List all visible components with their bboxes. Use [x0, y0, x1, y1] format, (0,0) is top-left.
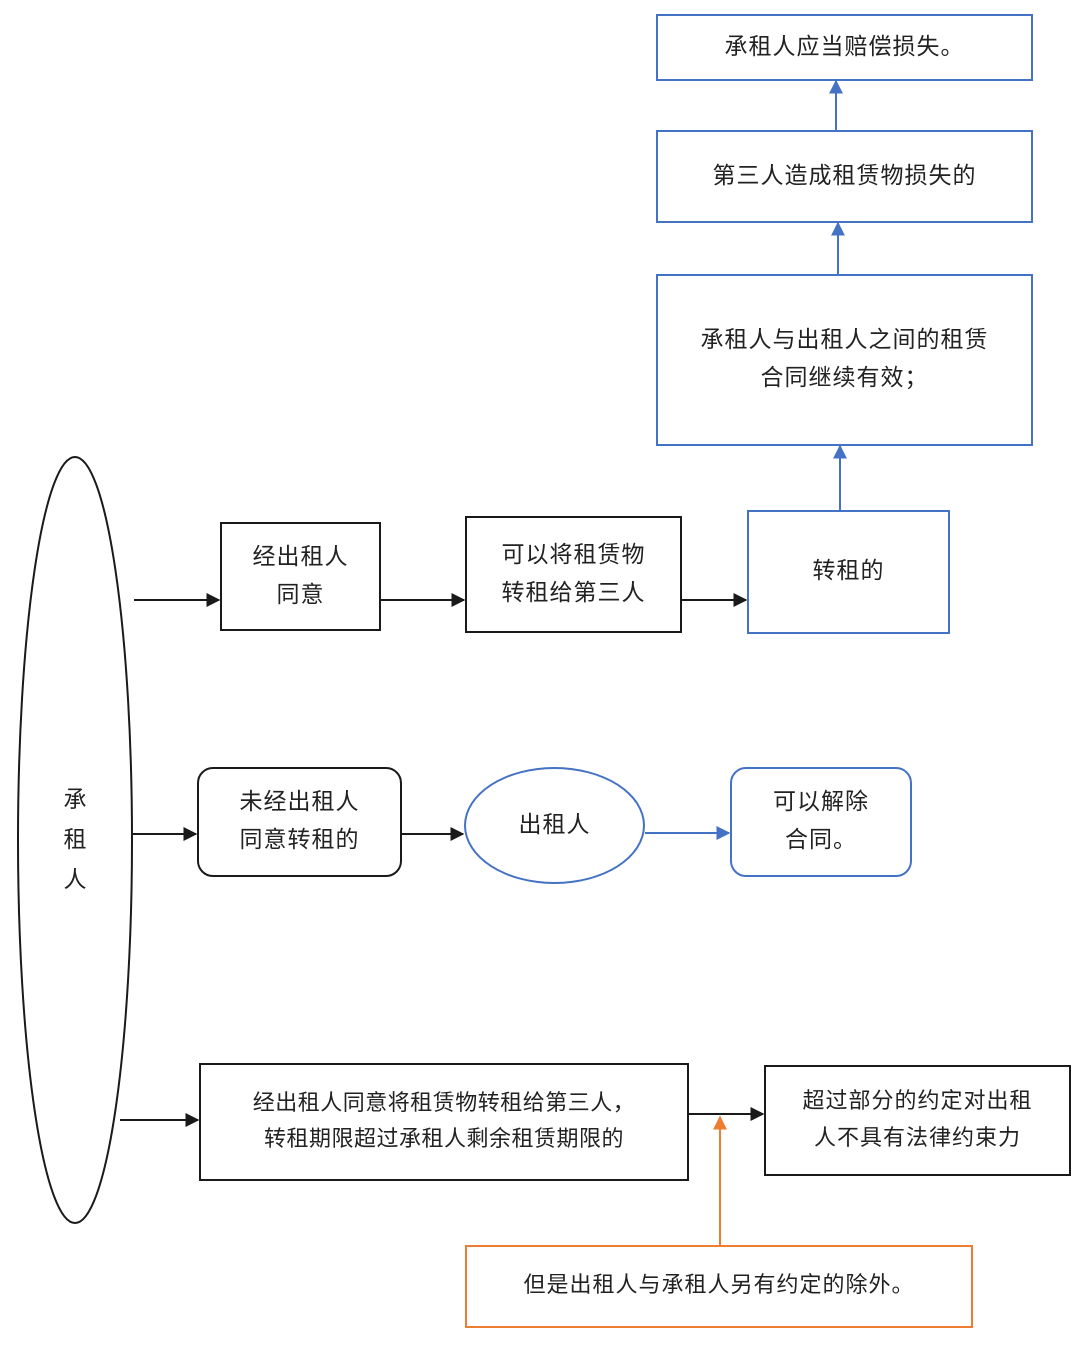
compensation-text: 承租人应当赔偿损失。 — [724, 33, 965, 60]
consent-box: 经出租人 同意 — [220, 522, 381, 631]
sublet-text: 转租的 — [812, 558, 885, 585]
can-sublet-box: 可以将租赁物 转租给第三人 — [465, 516, 682, 633]
third-party-loss-text: 第三人造成租赁物损失的 — [712, 162, 977, 189]
exceed-term-box: 经出租人同意将租赁物转租给第三人， 转租期限超过承租人剩余租赁期限的 — [199, 1063, 689, 1181]
no-consent-box: 未经出租人 同意转租的 — [197, 767, 402, 877]
terminate-box: 可以解除 合同。 — [730, 767, 912, 877]
no-consent-text: 未经出租人 同意转租的 — [239, 789, 360, 853]
third-party-loss-box: 第三人造成租赁物损失的 — [656, 130, 1033, 223]
exception-text: 但是出租人与承租人另有约定的除外。 — [523, 1273, 915, 1299]
exception-box: 但是出租人与承租人另有约定的除外。 — [465, 1245, 973, 1328]
compensation-box: 承租人应当赔偿损失。 — [656, 14, 1033, 81]
consent-text: 经出租人 同意 — [252, 543, 349, 608]
lessor-text: 出租人 — [518, 811, 591, 838]
terminate-text: 可以解除 合同。 — [773, 789, 869, 853]
contract-valid-text: 承租人与出租人之间的租赁 合同继续有效； — [700, 327, 989, 391]
can-sublet-text: 可以将租赁物 转租给第三人 — [501, 541, 646, 606]
not-binding-text: 超过部分的约定对出租 人不具有法律约束力 — [802, 1089, 1033, 1151]
not-binding-box: 超过部分的约定对出租 人不具有法律约束力 — [764, 1065, 1071, 1176]
lessor-ellipse: 出租人 — [464, 767, 645, 884]
sublet-box: 转租的 — [747, 510, 950, 634]
exceed-term-text: 经出租人同意将租赁物转租给第三人， 转租期限超过承租人剩余租赁期限的 — [252, 1090, 636, 1152]
contract-valid-box: 承租人与出租人之间的租赁 合同继续有效； — [656, 274, 1033, 446]
lessee-ellipse — [17, 456, 133, 1224]
lessee-label: 承 租 人 — [63, 787, 87, 893]
